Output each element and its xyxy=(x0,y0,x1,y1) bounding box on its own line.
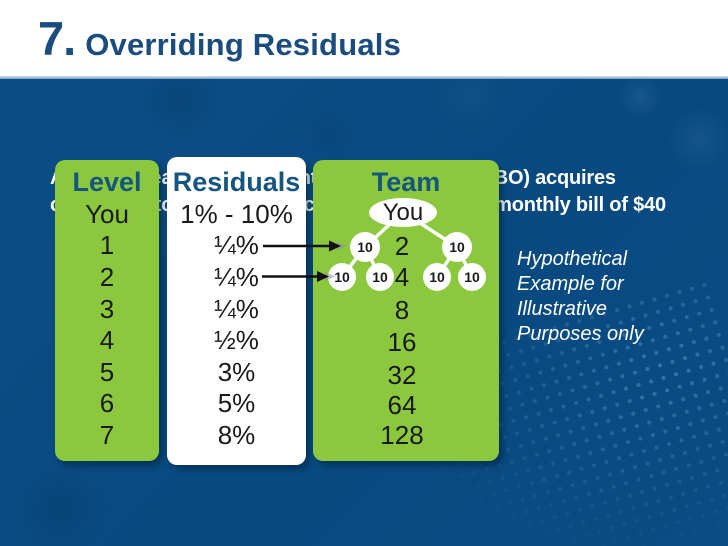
team-count: 128 xyxy=(380,420,424,450)
disclaimer-line-2: Example for xyxy=(517,273,624,295)
team-node-10: 10 xyxy=(423,263,451,291)
residuals-cell: ½% xyxy=(214,325,259,356)
level-cell: 2 xyxy=(99,261,115,292)
slide-title: 7. Overriding Residuals xyxy=(38,12,402,65)
team-node-10: 10 xyxy=(458,263,486,291)
page-title: Overriding Residuals xyxy=(85,27,402,62)
team-count: 32 xyxy=(387,360,417,390)
residuals-cell: ¼% xyxy=(214,293,259,324)
level-cell: 7 xyxy=(99,420,115,450)
header-divider xyxy=(0,76,728,79)
level-cell: 6 xyxy=(99,388,115,419)
residuals-cell: 3% xyxy=(217,356,256,387)
level-cell: You xyxy=(85,198,129,229)
team-node-10: 10 xyxy=(366,263,394,291)
level-cell: 3 xyxy=(99,293,115,324)
level-cell: 1 xyxy=(99,230,115,261)
team-count: 2 xyxy=(394,231,410,261)
residuals-cell: 1% - 10% xyxy=(180,198,293,229)
team-count: 4 xyxy=(394,262,410,292)
level-column-header: Level xyxy=(72,167,142,197)
team-node-10: 10 xyxy=(442,232,472,262)
residuals-column: Residuals 1% - 10% ¼% ¼% ¼% ½% 3% 5% 8% xyxy=(167,157,306,465)
team-count: 64 xyxy=(387,390,417,420)
level-cell: 4 xyxy=(99,325,115,356)
residuals-cell: 5% xyxy=(217,388,256,419)
team-count: 16 xyxy=(387,327,417,357)
residuals-cell: ¼% xyxy=(214,261,259,292)
team-column: Team You 10 10 10 10 10 10 2 4 8 16 32 6… xyxy=(313,160,499,461)
disclaimer-line-1: Hypothetical xyxy=(517,248,628,270)
residuals-column-header: Residuals xyxy=(172,167,301,197)
team-count: 8 xyxy=(394,295,410,325)
level-cell: 5 xyxy=(99,356,115,387)
disclaimer-line-4: Purposes only xyxy=(517,323,644,345)
disclaimer-note: Hypothetical Example for Illustrative Pu… xyxy=(517,247,644,347)
slide-header: 7. Overriding Residuals xyxy=(0,0,728,76)
team-column-header: Team xyxy=(371,167,441,197)
team-node-10: 10 xyxy=(350,232,380,262)
disclaimer-line-3: Illustrative xyxy=(517,298,608,320)
residuals-cell: 8% xyxy=(217,420,256,450)
level-column: Level You 1 2 3 4 5 6 7 xyxy=(55,160,159,461)
residuals-cell: ¼% xyxy=(214,230,259,261)
step-number: 7. xyxy=(38,12,76,65)
team-root-node: You xyxy=(369,198,437,227)
